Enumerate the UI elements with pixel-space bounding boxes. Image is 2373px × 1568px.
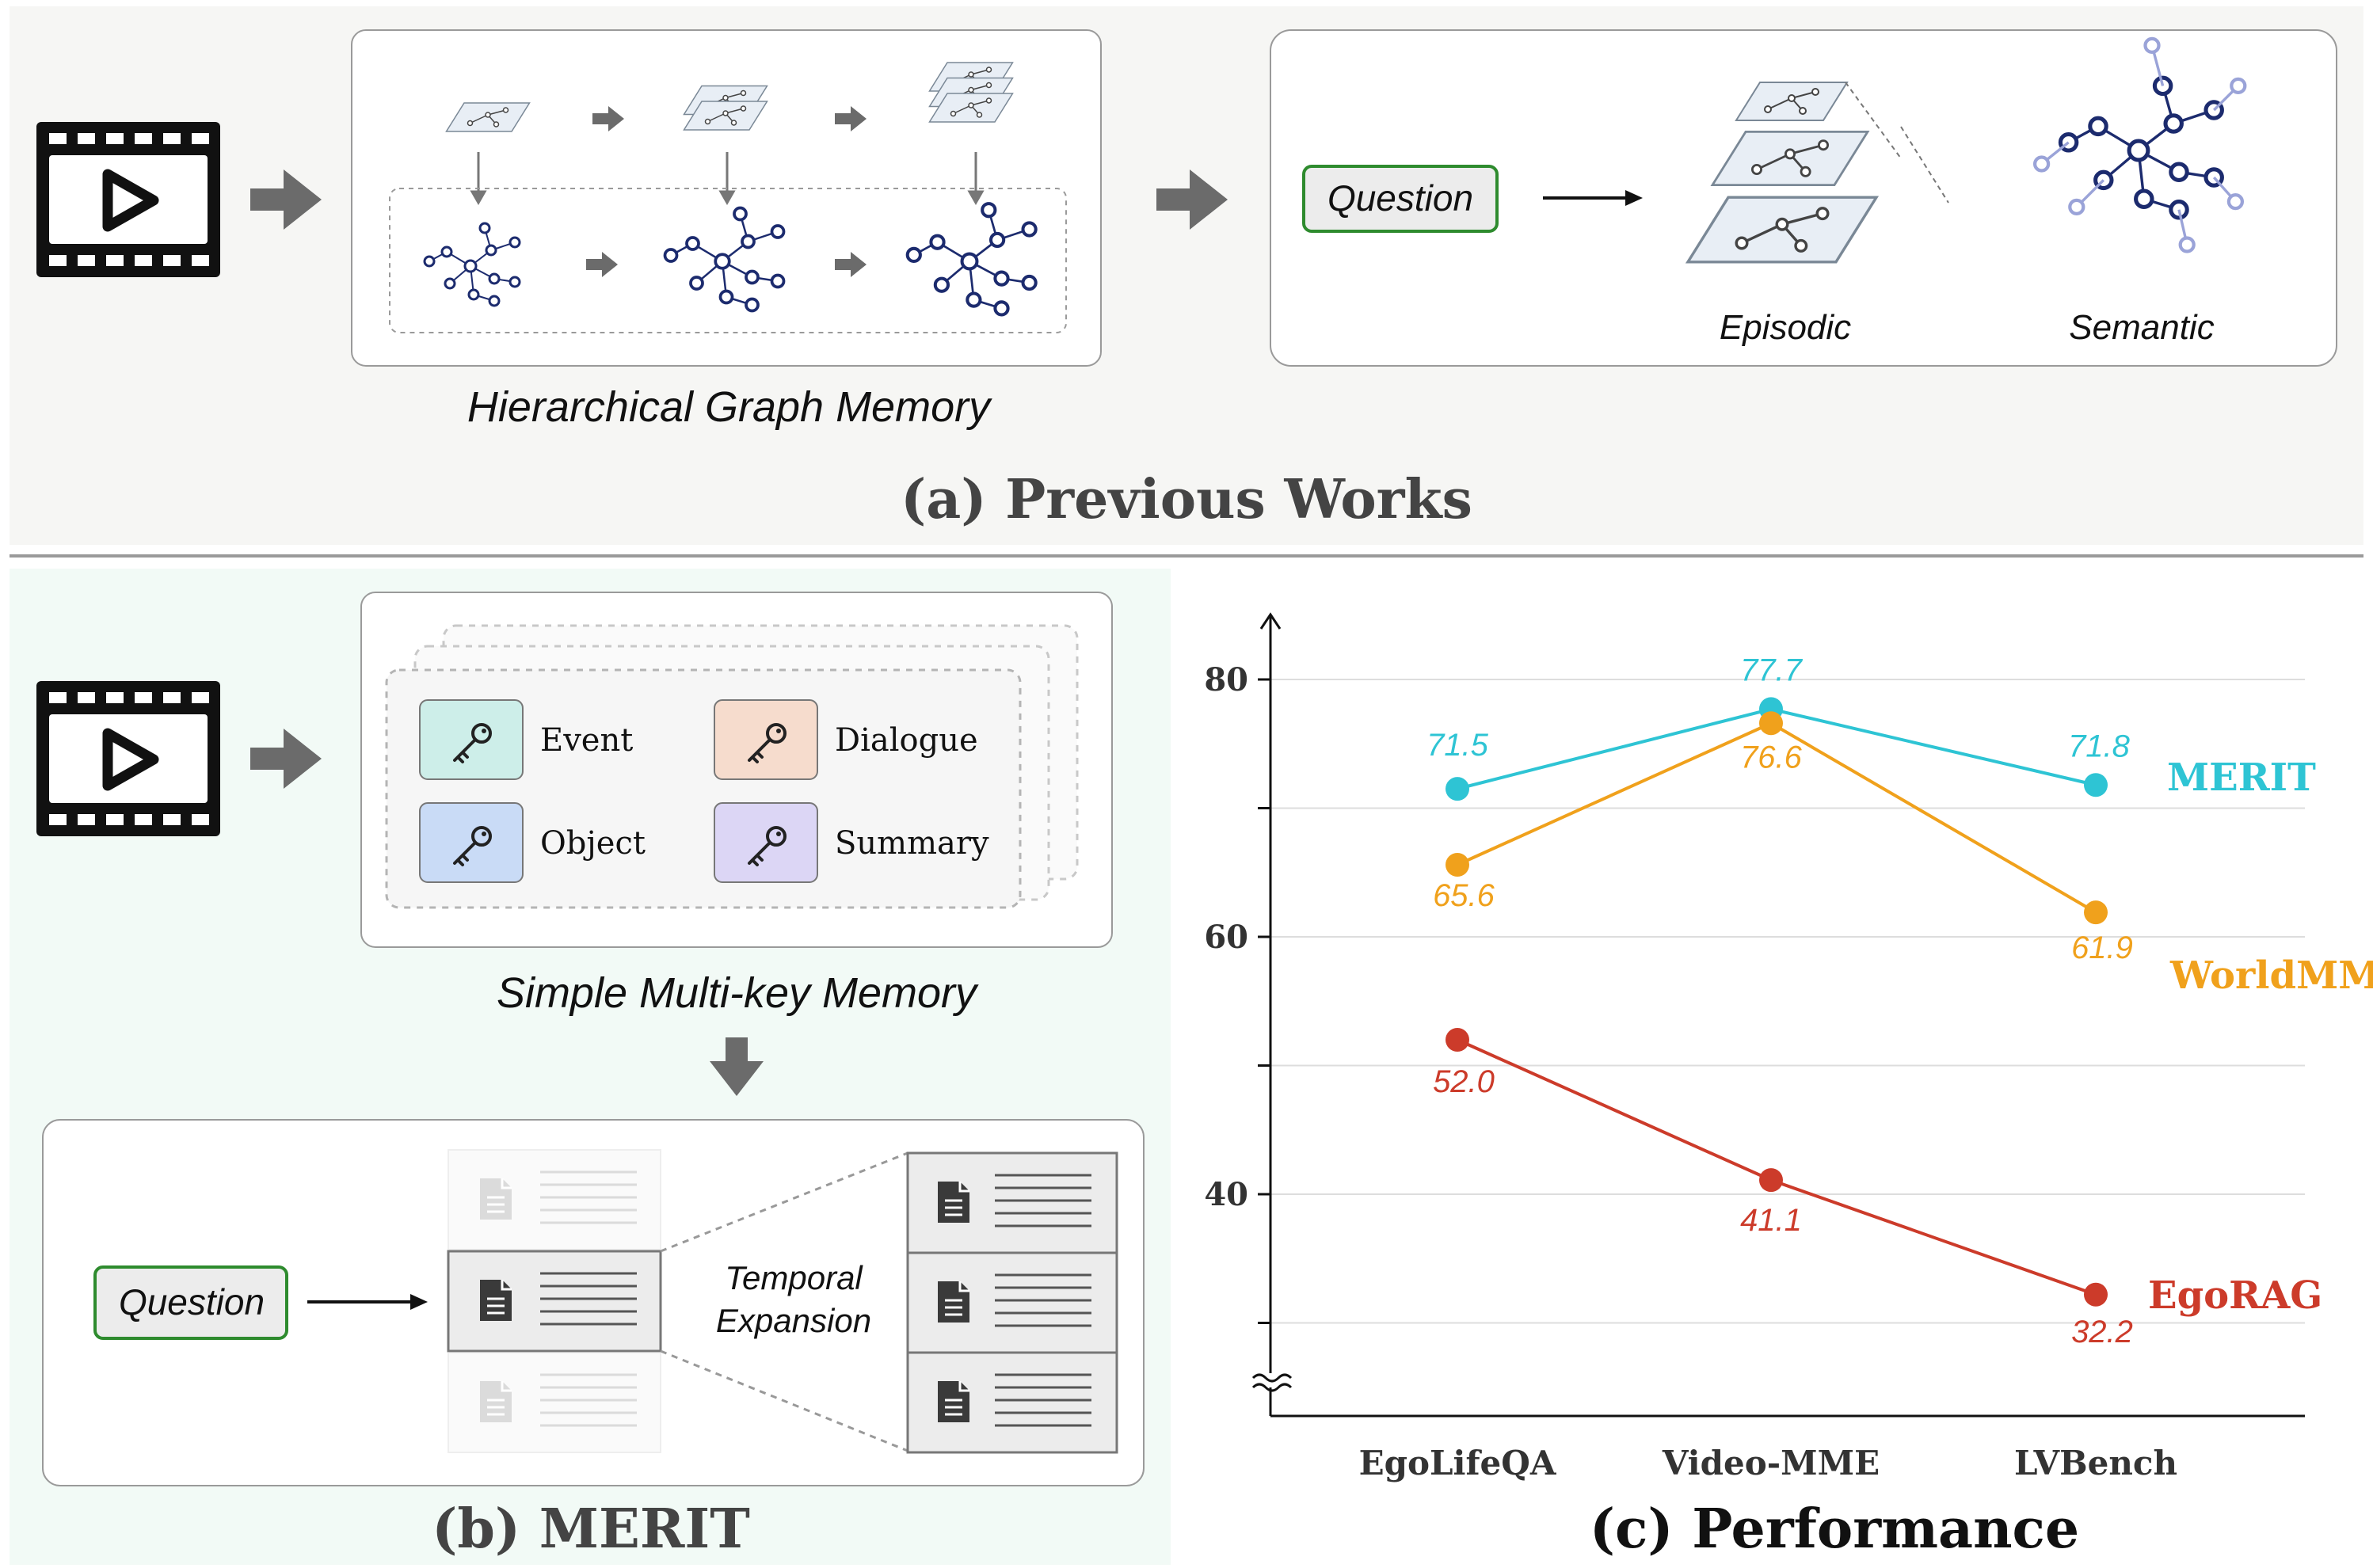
data-label: 71.8 [2068, 729, 2131, 763]
series-label: MERIT [2167, 755, 2316, 800]
episodic-label: Episodic [1720, 308, 1851, 347]
key-summary: Summary [714, 802, 989, 883]
data-label: 61.9 [2071, 931, 2133, 965]
data-point [1446, 777, 1469, 801]
data-label: 41.1 [1740, 1203, 1802, 1238]
data-label: 32.2 [2071, 1315, 2133, 1349]
data-label: 52.0 [1433, 1064, 1495, 1099]
key-label: Dialogue [835, 722, 978, 759]
data-label: 65.6 [1433, 878, 1495, 913]
memory-chunk-selected [447, 1250, 662, 1353]
axis-break-icon [1251, 1383, 1293, 1392]
episodic-planes-icon [1686, 82, 1949, 264]
key-label: Summary [835, 825, 989, 862]
data-point [2084, 900, 2108, 925]
question-label-a: Question [1327, 177, 1473, 219]
data-point [1446, 1028, 1469, 1052]
data-point [2084, 773, 2108, 797]
data-label: 77.7 [1740, 653, 1804, 687]
data-point [1759, 1168, 1783, 1193]
x-tick-label: LVBench [2014, 1444, 2177, 1482]
x-tick-label: EgoLifeQA [1359, 1444, 1557, 1482]
data-point [1759, 711, 1783, 736]
panel-c-caption: (c) Performance [1590, 1498, 2079, 1561]
down-arrow-icon [710, 1037, 764, 1096]
data-label: 76.6 [1740, 740, 1803, 774]
video-film-icon-b [36, 681, 220, 836]
expansion-label-line1: Temporal [725, 1259, 863, 1296]
video-film-icon-a [36, 122, 220, 277]
graph-evolution-box [389, 188, 1067, 333]
key-dialogue: Dialogue [714, 699, 978, 780]
expansion-lines [660, 1151, 908, 1452]
y-tick-label: 60 [1204, 919, 1248, 956]
semantic-label: Semantic [2069, 308, 2214, 347]
series-label: EgoRAG [2148, 1273, 2322, 1318]
question-box-b [93, 1265, 288, 1340]
panel-b-caption: (b) MERIT [432, 1498, 750, 1561]
x-tick-label: Video-MME [1662, 1444, 1880, 1482]
data-point [2084, 1282, 2108, 1307]
y-tick-label: 40 [1204, 1176, 1248, 1213]
question-label-b: Question [119, 1281, 265, 1323]
key-event: Event [419, 699, 633, 780]
key-label: Object [540, 825, 646, 862]
data-label: 71.5 [1426, 728, 1489, 763]
panel-a-caption: (a) Previous Works [901, 468, 1472, 531]
series-line-egorag [1457, 1038, 2097, 1296]
key-label: Event [540, 722, 633, 759]
data-point [1446, 853, 1469, 877]
y-tick-label: 80 [1204, 661, 1248, 698]
axis-break-icon [1251, 1373, 1293, 1383]
memory-card [385, 668, 1022, 909]
semantic-graph-icon [2032, 36, 2247, 253]
expanded-chunks [906, 1151, 1118, 1454]
series-label: WorldMM [2169, 953, 2373, 998]
expansion-label-line2: Expansion [716, 1302, 871, 1339]
y-axis-arrow-icon [1259, 612, 1282, 630]
key-object: Object [419, 802, 646, 883]
question-box-a [1302, 165, 1499, 233]
hierarchical-memory-label: Hierarchical Graph Memory [467, 383, 992, 431]
memory-chunk-faded [448, 1149, 661, 1250]
memory-chunk-faded [448, 1352, 661, 1453]
multikey-memory-label: Simple Multi-key Memory [497, 969, 979, 1017]
